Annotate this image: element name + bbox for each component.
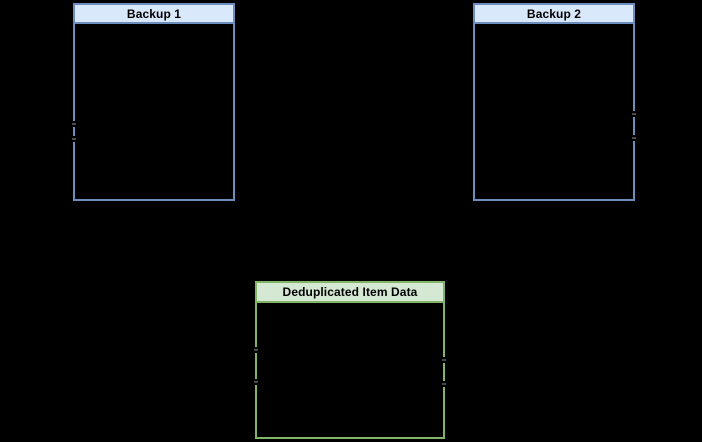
- node-backup-2-label: Backup 2: [526, 6, 582, 21]
- node-deduplicated-item-data-header: Deduplicated Item Data: [257, 283, 443, 303]
- connector-stub-icon: [72, 138, 76, 140]
- border-gap-connector: [632, 135, 636, 141]
- border-gap-connector: [72, 121, 76, 127]
- connector-stub-icon: [254, 381, 258, 383]
- border-gap-connector: [254, 347, 258, 353]
- connector-stub-icon: [442, 383, 446, 385]
- node-backup-1-body: [75, 24, 233, 199]
- border-gap-connector: [442, 357, 446, 363]
- node-backup-1-label: Backup 1: [126, 6, 182, 21]
- border-gap-connector: [72, 136, 76, 142]
- node-deduplicated-item-data-body: [257, 303, 443, 437]
- node-backup-2-header: Backup 2: [475, 5, 633, 24]
- node-deduplicated-item-data-label: Deduplicated Item Data: [282, 285, 418, 299]
- node-backup-1-header: Backup 1: [75, 5, 233, 24]
- connector-stub-icon: [72, 123, 76, 125]
- border-gap-connector: [632, 111, 636, 117]
- node-backup-1: Backup 1: [72, 3, 235, 201]
- node-backup-2: Backup 2: [473, 3, 636, 201]
- border-gap-connector: [442, 381, 446, 387]
- border-gap-connector: [254, 379, 258, 385]
- connector-stub-icon: [632, 113, 636, 115]
- node-backup-2-body: [475, 24, 633, 199]
- connector-stub-icon: [254, 349, 258, 351]
- connector-stub-icon: [632, 137, 636, 139]
- connector-stub-icon: [442, 359, 446, 361]
- node-deduplicated-item-data: Deduplicated Item Data: [254, 281, 446, 439]
